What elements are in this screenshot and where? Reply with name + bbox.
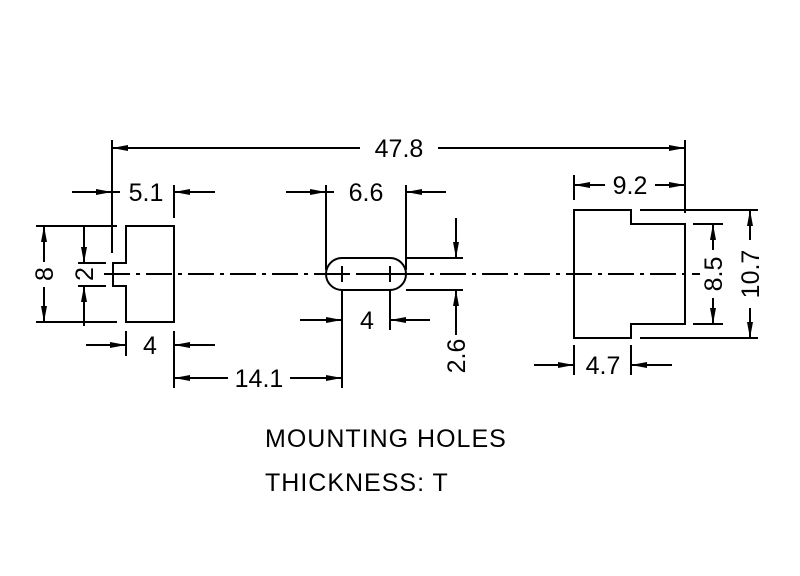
dim-slot-length: 6.6 [286, 179, 446, 270]
dim-label: 4 [360, 307, 374, 335]
notes-thickness: THICKNESS: T [265, 469, 449, 497]
dim-left-height: 8 [31, 225, 117, 323]
dim-label: 47.8 [375, 135, 424, 163]
dim-left-offset: 5.1 [72, 179, 215, 218]
dim-label: 8 [31, 267, 59, 281]
dim-overall-length: 47.8 [111, 135, 686, 253]
dim-slot-width: 2.6 [406, 218, 471, 373]
dim-label: 14.1 [235, 365, 284, 393]
dim-label: 4 [143, 332, 157, 360]
dim-label: 2.6 [443, 339, 471, 374]
dim-notch-height: 2 [71, 226, 106, 326]
notes-title: MOUNTING HOLES [265, 425, 507, 453]
dim-left-to-slot: 14.1 [174, 290, 343, 393]
dim-right-height: 10.7 [640, 209, 765, 339]
dim-right-width: 9.2 [573, 172, 685, 200]
dim-label: 5.1 [129, 179, 164, 207]
dim-label: 2 [71, 267, 99, 281]
dim-label: 6.6 [349, 179, 384, 207]
dim-label: 10.7 [737, 250, 765, 299]
left-part-outline [112, 225, 175, 323]
dim-right-step-height: 8.5 [693, 223, 728, 325]
dim-label: 8.5 [700, 257, 728, 292]
dim-slot-center-spacing: 4 [300, 290, 430, 335]
dim-label: 4.7 [586, 352, 621, 380]
dim-left-width: 4 [86, 331, 215, 388]
dim-right-step-width: 4.7 [534, 345, 672, 380]
slot-center-marks [334, 266, 398, 282]
dim-label: 9.2 [613, 172, 648, 200]
right-part-outline [573, 209, 686, 339]
